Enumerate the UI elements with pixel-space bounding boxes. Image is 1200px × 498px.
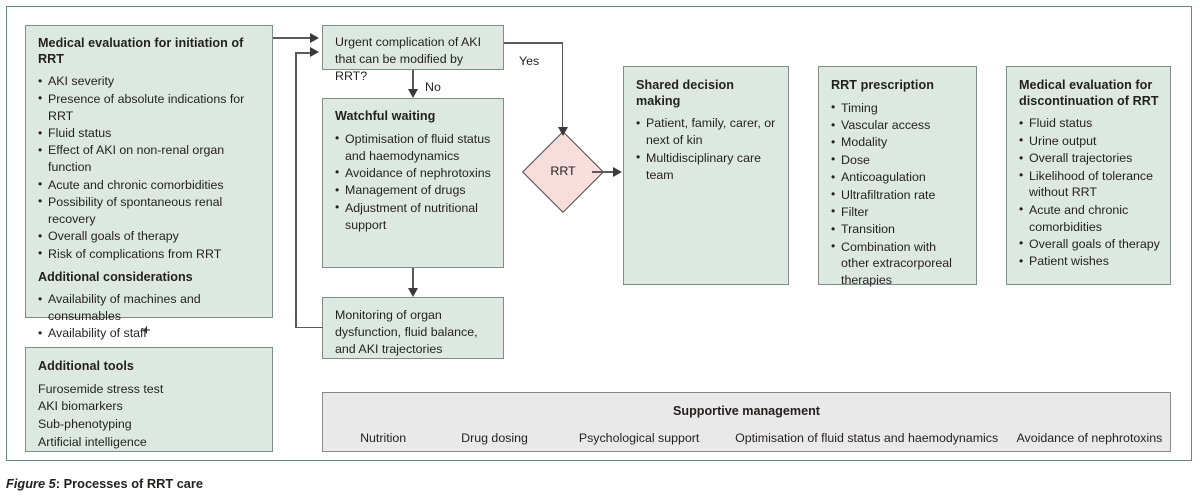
- list-item: Adjustment of nutritional support: [335, 199, 493, 234]
- connector-line: [295, 52, 312, 54]
- list-item: AKI biomarkers: [38, 399, 123, 414]
- supportive-item: Nutrition: [360, 431, 407, 445]
- list-item: Overall goals of therapy: [1019, 235, 1160, 253]
- bullet-list: Fluid status Urine output Overall trajec…: [1019, 115, 1160, 270]
- connector-line: [561, 42, 564, 129]
- list-item: Avoidance of nephrotoxins: [335, 164, 493, 182]
- supportive-management-title: Supportive management: [673, 404, 820, 418]
- list-item: Multidisciplinary care team: [636, 149, 778, 184]
- box-medical-evaluation-discontinuation: Medical evaluation for discontinuation o…: [1006, 66, 1171, 285]
- arrowhead-icon: [407, 288, 418, 297]
- caption-separator: :: [55, 476, 64, 491]
- bullet-list: Optimisation of fluid status and haemody…: [335, 130, 493, 234]
- list-item: Optimisation of fluid status and haemody…: [335, 130, 493, 165]
- arrowhead-icon: [557, 127, 568, 136]
- list-item: Management of drugs: [335, 182, 493, 199]
- list-item: Acute and chronic comorbidities: [1019, 201, 1160, 236]
- arrowhead-icon: [613, 166, 622, 177]
- box-urgent-complication: Urgent complication of AKI that can be m…: [322, 25, 504, 83]
- box-subtitle: Additional considerations: [38, 270, 193, 285]
- decision-label: RRT: [550, 164, 576, 178]
- list-item: Patient, family, carer, or next of kin: [636, 115, 778, 149]
- list-item: Fluid status: [1019, 115, 1160, 132]
- decision-rrt: RRT: [521, 130, 605, 214]
- connector-line: [295, 52, 297, 328]
- list-item: Patient wishes: [1019, 253, 1160, 270]
- plus-connector: +: [142, 322, 151, 339]
- bullet-list: Patient, family, carer, or next of kin M…: [636, 115, 778, 183]
- arrowhead-icon: [310, 47, 319, 57]
- list-item: Availability of machines and consumables: [38, 291, 262, 325]
- list-item: Vascular access: [831, 117, 966, 134]
- list-item: Combination with other extracorporeal th…: [831, 238, 966, 290]
- supportive-item: Avoidance of nephrotoxins: [1016, 431, 1163, 445]
- plain-list: Furosemide stress test AKI biomarkers Su…: [38, 381, 262, 451]
- connector-line: [592, 171, 615, 173]
- box-supportive-management: Supportive management Nutrition Drug dos…: [322, 392, 1171, 452]
- list-item: Risk of complications from RRT: [38, 245, 262, 263]
- list-item: Artificial intelligence: [38, 434, 147, 449]
- list-item: Overall trajectories: [1019, 150, 1160, 167]
- list-item: Fluid status: [38, 125, 262, 142]
- caption-text: Processes of RRT care: [63, 476, 204, 491]
- supportive-item: Psychological support: [578, 431, 700, 445]
- list-item: Presence of absolute indications for RRT: [38, 90, 262, 125]
- box-monitoring: Monitoring of organ dysfunction, fluid b…: [322, 297, 504, 359]
- box-watchful-waiting: Watchful waiting Optimisation of fluid s…: [322, 98, 504, 268]
- list-item: Acute and chronic comorbidities: [38, 176, 262, 194]
- box-title: Additional tools: [38, 359, 134, 373]
- connector-line: [412, 70, 414, 91]
- list-item: Possibility of spontaneous renal recover…: [38, 193, 262, 228]
- bullet-list: AKI severity Presence of absolute indica…: [38, 73, 262, 262]
- box-additional-tools: Additional tools Furosemide stress test …: [25, 347, 273, 452]
- box-title: Shared decision making: [636, 78, 735, 108]
- supportive-management-items: Nutrition Drug dosing Psychological supp…: [323, 431, 1170, 445]
- box-medical-evaluation-initiation: Medical evaluation for initiation of RRT…: [25, 25, 273, 341]
- list-item: Timing: [831, 99, 966, 117]
- list-item: Furosemide stress test: [38, 381, 164, 396]
- list-item: Filter: [831, 203, 966, 221]
- arrowhead-icon: [310, 32, 319, 43]
- box-title: RRT prescription: [831, 78, 934, 92]
- connector-line: [273, 37, 311, 39]
- box-title: Medical evaluation for initiation of RRT: [38, 36, 244, 66]
- connector-line: [295, 326, 323, 329]
- list-item: Transition: [831, 221, 966, 238]
- list-item: Anticoagulation: [831, 169, 966, 186]
- box-rrt-prescription: RRT prescription Timing Vascular access …: [818, 66, 977, 287]
- list-item: Overall goals of therapy: [38, 228, 262, 245]
- arrowhead-icon: [407, 89, 418, 98]
- supportive-item: Optimisation of fluid status and haemody…: [735, 431, 999, 445]
- list-item: Effect of AKI on non-renal organ functio…: [38, 142, 262, 176]
- list-item: Modality: [831, 134, 966, 151]
- box-text: Urgent complication of AKI that can be m…: [335, 35, 482, 84]
- connector-line: [412, 268, 414, 289]
- bullet-list-secondary: Availability of machines and consumables…: [38, 291, 262, 342]
- list-item: Urine output: [1019, 132, 1160, 150]
- list-item: Availability of staff: [38, 325, 262, 342]
- box-text: Monitoring of organ dysfunction, fluid b…: [335, 308, 478, 357]
- bullet-list: Timing Vascular access Modality Dose Ant…: [831, 99, 966, 290]
- list-item: Sub-phenotyping: [38, 416, 132, 431]
- edge-label-yes: Yes: [519, 54, 540, 68]
- figure-caption: Figure 5: Processes of RRT care: [6, 476, 203, 491]
- list-item: AKI severity: [38, 73, 262, 90]
- box-shared-decision-making: Shared decision making Patient, family, …: [623, 66, 789, 285]
- list-item: Dose: [831, 151, 966, 169]
- box-title: Watchful waiting: [335, 109, 436, 123]
- list-item: Ultrafiltration rate: [831, 186, 966, 204]
- edge-label-no: No: [425, 80, 441, 94]
- connector-line: [504, 42, 563, 44]
- list-item: Likelihood of tolerance without RRT: [1019, 167, 1160, 202]
- supportive-item: Drug dosing: [461, 431, 528, 445]
- box-title: Medical evaluation for discontinuation o…: [1019, 78, 1159, 108]
- caption-label: Figure 5: [6, 476, 56, 491]
